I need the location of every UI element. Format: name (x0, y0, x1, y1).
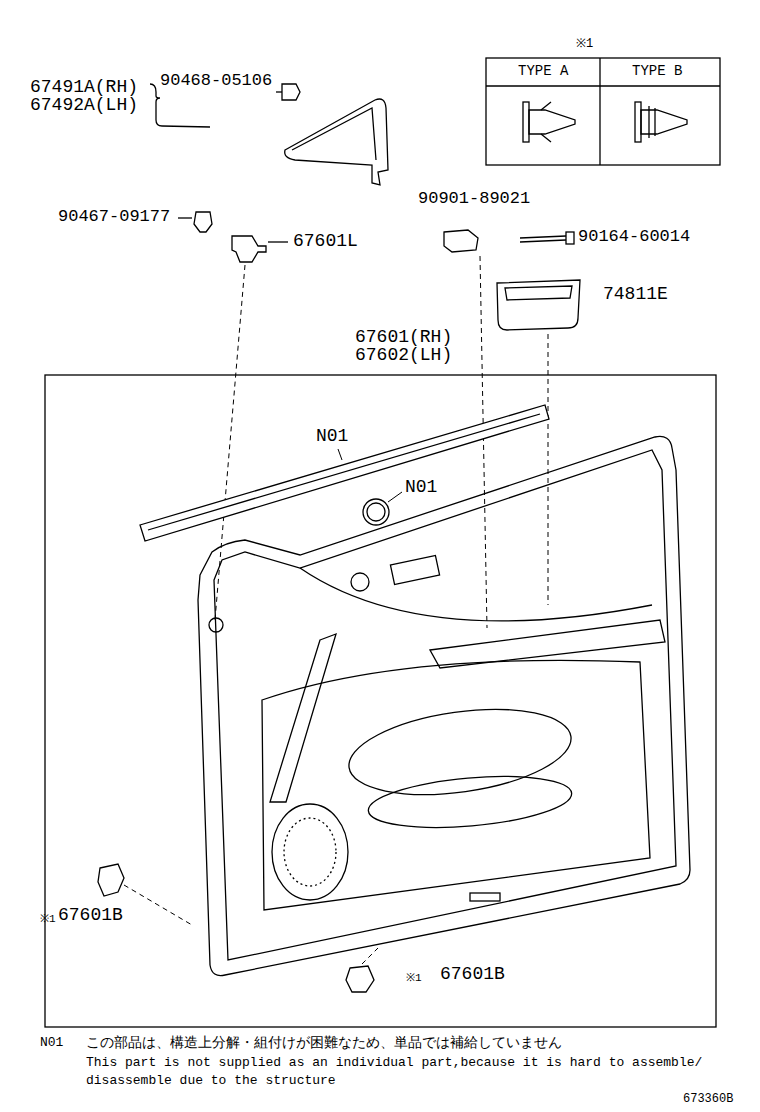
footnote-mark: ※1 (406, 973, 422, 985)
footnote-mark: ※1 (40, 914, 56, 926)
note-text: This part is not supplied as an individu… (86, 1054, 731, 1090)
fasteners (98, 212, 580, 992)
part-number: 67601B (58, 906, 123, 925)
clip-type-table (486, 58, 720, 165)
part-number: 67601L (293, 232, 358, 251)
part-number: 67601(RH) (355, 328, 452, 347)
leader-lines (124, 256, 548, 964)
part-number: 67491A(RH) (30, 78, 138, 97)
part-number: 90467-09177 (58, 208, 170, 226)
note-text: この部品は、構造上分解・組付けが困難なため、単品では補給していません (86, 1036, 562, 1051)
part-number: 74811E (603, 285, 668, 304)
callout-number: N01 (316, 427, 348, 446)
part-number: 67492A(LH) (30, 96, 138, 115)
table-cell: TYPE B (632, 64, 682, 79)
diagram-code: 673360B (683, 1093, 733, 1106)
note-code: N01 (40, 1036, 63, 1050)
table-cell: TYPE A (518, 64, 568, 79)
part-number: 67601B (440, 965, 505, 984)
part-number: 90164-60014 (578, 228, 690, 246)
part-number: 67602(LH) (355, 346, 452, 365)
part-number: 90468-05106 (160, 72, 272, 90)
door-trim-panel (140, 405, 690, 976)
footnote-mark: ※1 (576, 38, 593, 51)
callout-number: N01 (405, 478, 437, 497)
assembly-frame (45, 375, 716, 1027)
part-number: 90901-89021 (418, 190, 530, 208)
mirror-garnish (150, 84, 388, 185)
